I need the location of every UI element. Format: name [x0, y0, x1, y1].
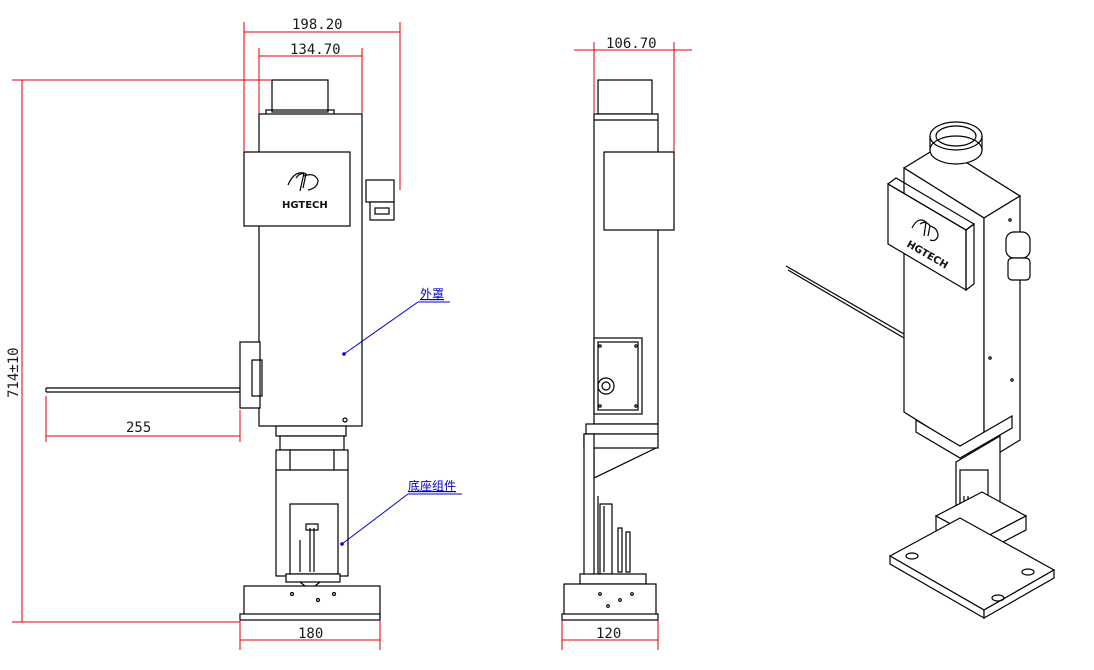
- iso-logo-icon: [911, 219, 939, 242]
- front-logo-icon: [287, 172, 319, 192]
- front-logo-plate: [243, 151, 351, 227]
- front-dimensions: 198.20 134.70 714±10 255 180: [6, 17, 401, 650]
- dim-body-width: 134.70: [290, 42, 341, 58]
- dim-side-base-width: 120: [596, 626, 621, 642]
- side-dimensions: 106.70 120: [561, 36, 692, 650]
- callouts: 外罩 底座组件: [340, 287, 462, 546]
- callout-cover: 外罩: [420, 287, 444, 301]
- callout-base-assembly: 底座组件: [408, 478, 456, 493]
- front-view: HGTECH: [45, 79, 395, 621]
- dim-rod-length: 255: [126, 420, 151, 436]
- side-view: [561, 79, 675, 621]
- dim-total-width: 198.20: [292, 17, 343, 33]
- dim-side-width: 106.70: [606, 36, 657, 52]
- dim-front-base-width: 180: [298, 626, 323, 642]
- dim-total-height: 714±10: [6, 347, 22, 398]
- isometric-view: HGTECH: [785, 121, 1056, 620]
- front-logo-text: HGTECH: [282, 200, 328, 211]
